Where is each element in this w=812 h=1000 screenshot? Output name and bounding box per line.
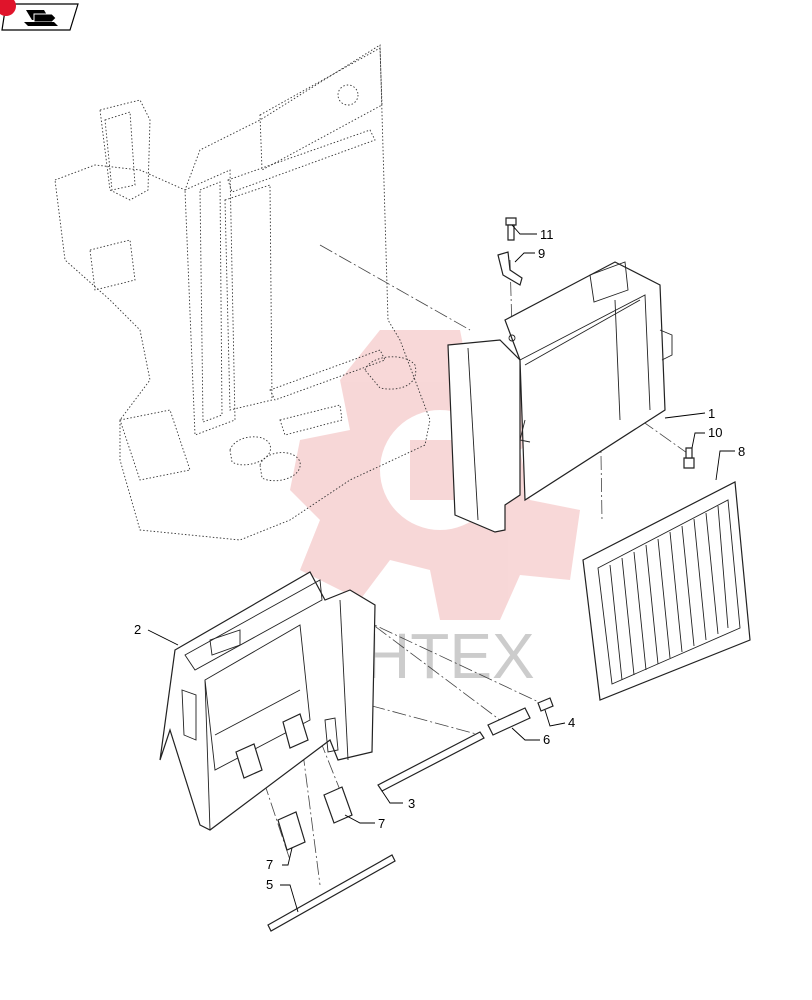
machine-frame-background	[54, 44, 431, 541]
part-3-strip	[377, 731, 485, 792]
book-arrow-icon	[24, 10, 58, 26]
callout-2: 2	[134, 622, 141, 637]
callout-10: 10	[708, 425, 722, 440]
part-11-bolt	[505, 217, 517, 241]
part-2-frame	[159, 571, 376, 831]
part-8-filter	[582, 481, 751, 701]
part-1-cover	[447, 261, 673, 533]
callout-1: 1	[708, 406, 715, 421]
part-9-bracket	[497, 251, 523, 286]
callout-8: 8	[738, 444, 745, 459]
callout-5: 5	[266, 877, 273, 892]
callout-labels: 1 2 3 4 5 6 7 7 8 9 10 11	[134, 227, 745, 892]
part-10-bolt	[683, 447, 695, 469]
leader-lines	[147, 224, 735, 913]
callout-11: 11	[540, 227, 554, 242]
nav-button[interactable]	[0, 0, 79, 31]
callout-7b: 7	[266, 857, 273, 872]
part-7-pads	[235, 713, 353, 851]
callout-9: 9	[538, 246, 545, 261]
part-4-block	[537, 697, 554, 712]
callout-6: 6	[543, 732, 550, 747]
red-badge-icon	[0, 0, 16, 16]
callout-7a: 7	[378, 816, 385, 831]
callout-3: 3	[408, 796, 415, 811]
filter-slats	[609, 505, 729, 681]
part-5-strip	[267, 854, 396, 932]
part-6-block	[487, 707, 531, 736]
callout-4: 4	[568, 715, 575, 730]
